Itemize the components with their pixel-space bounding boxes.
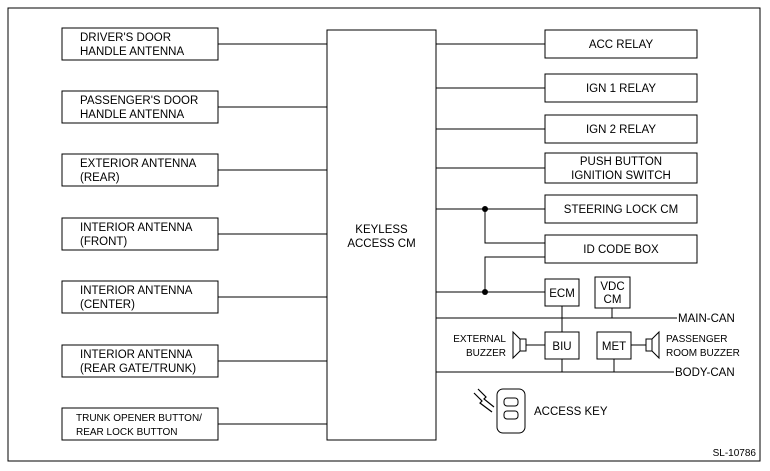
- access-key-label: ACCESS KEY: [534, 406, 608, 418]
- steering-lock-cm-label: STEERING LOCK CM: [564, 204, 678, 216]
- interior-antenna-front-line2: (FRONT): [80, 236, 127, 248]
- passenger-buzzer-line2: ROOM BUZZER: [666, 348, 740, 359]
- passenger-door-antenna-line1: PASSENGER'S DOOR: [80, 95, 198, 107]
- passenger-buzzer-line1: PASSENGER: [666, 334, 728, 345]
- id-code-box-block: ID CODE BOX: [484, 209, 698, 264]
- interior-antenna-rear-gate-line1: INTERIOR ANTENNA: [80, 349, 193, 361]
- junction-dot-upper: [482, 206, 488, 212]
- push-button-ignition-switch-block: PUSH BUTTON IGNITION SWITCH: [436, 152, 698, 184]
- interior-antenna-center-block: INTERIOR ANTENNA (CENTER): [61, 280, 327, 314]
- acc-relay-block: ACC RELAY: [436, 29, 698, 59]
- external-buzzer-line1: EXTERNAL: [453, 334, 506, 345]
- exterior-antenna-rear-block: EXTERIOR ANTENNA (REAR): [61, 153, 327, 187]
- passenger-door-antenna-block: PASSENGER'S DOOR HANDLE ANTENNA: [61, 90, 327, 124]
- exterior-antenna-rear-line2: (REAR): [80, 172, 120, 184]
- junction-dot-lower: [482, 289, 488, 295]
- lightning-icon: [473, 388, 495, 413]
- external-buzzer: EXTERNAL BUZZER: [453, 330, 545, 360]
- keyless-access-cm-line1: KEYLESS: [355, 224, 408, 236]
- body-can-label: BODY-CAN: [675, 367, 735, 379]
- interior-antenna-front-block: INTERIOR ANTENNA (FRONT): [61, 217, 327, 251]
- trunk-opener-button-block: TRUNK OPENER BUTTON/ REAR LOCK BUTTON: [61, 407, 327, 441]
- passenger-door-antenna-line2: HANDLE ANTENNA: [80, 109, 184, 121]
- vdc-cm-line1: VDC: [600, 281, 624, 293]
- steering-lock-cm-block: STEERING LOCK CM: [436, 194, 698, 224]
- biu-label: BIU: [552, 341, 571, 353]
- main-can-label: MAIN-CAN: [678, 313, 735, 325]
- driver-door-antenna-block: DRIVER'S DOOR HANDLE ANTENNA: [61, 27, 327, 61]
- ign2-relay-block: IGN 2 RELAY: [436, 114, 698, 144]
- trunk-opener-button-line1: TRUNK OPENER BUTTON/: [76, 413, 202, 424]
- ecm-label: ECM: [549, 288, 575, 300]
- driver-door-antenna-line2: HANDLE ANTENNA: [80, 46, 184, 58]
- driver-door-antenna-line1: DRIVER'S DOOR: [80, 32, 171, 44]
- left-input-blocks: DRIVER'S DOOR HANDLE ANTENNA PASSENGER'S…: [61, 27, 327, 441]
- acc-relay-label: ACC RELAY: [589, 39, 654, 51]
- ign2-relay-label: IGN 2 RELAY: [586, 124, 656, 136]
- keyless-access-cm-line2: ACCESS CM: [347, 238, 415, 250]
- ign1-relay-block: IGN 1 RELAY: [436, 73, 698, 103]
- keyless-access-cm-block: KEYLESS ACCESS CM: [326, 29, 437, 441]
- interior-antenna-front-line1: INTERIOR ANTENNA: [80, 222, 193, 234]
- met-module: MET: [596, 331, 632, 360]
- push-button-ignition-line1: PUSH BUTTON: [580, 156, 662, 168]
- vdc-cm-line2: CM: [604, 294, 622, 306]
- interior-antenna-center-line2: (CENTER): [80, 299, 135, 311]
- vdc-cm-module: VDC CM: [594, 276, 631, 309]
- trunk-opener-button-line2: REAR LOCK BUTTON: [76, 427, 178, 438]
- biu-module: BIU: [544, 318, 580, 360]
- key-fob-icon: [496, 388, 526, 434]
- interior-antenna-center-line1: INTERIOR ANTENNA: [80, 285, 193, 297]
- external-buzzer-line2: BUZZER: [466, 348, 506, 359]
- push-button-ignition-line2: IGNITION SWITCH: [571, 170, 671, 182]
- passenger-buzzer-speaker-icon: [645, 330, 660, 360]
- access-key: ACCESS KEY: [473, 388, 608, 434]
- can-network: ECM VDC CM MAIN-CAN BIU MET BODY-CAN: [436, 256, 740, 379]
- diagram-frame: [7, 7, 761, 462]
- ign1-relay-label: IGN 1 RELAY: [586, 83, 656, 95]
- interior-antenna-rear-gate-line2: (REAR GATE/TRUNK): [80, 363, 196, 375]
- met-label: MET: [602, 341, 626, 353]
- ecm-module: ECM: [544, 278, 580, 307]
- external-buzzer-speaker-icon: [512, 330, 527, 360]
- id-code-box-label: ID CODE BOX: [583, 244, 659, 256]
- exterior-antenna-rear-line1: EXTERIOR ANTENNA: [80, 158, 197, 170]
- right-output-blocks: ACC RELAY IGN 1 RELAY IGN 2 RELAY PUSH B…: [436, 29, 698, 264]
- passenger-room-buzzer: PASSENGER ROOM BUZZER: [631, 330, 740, 360]
- figure-id: SL-10786: [713, 448, 757, 459]
- interior-antenna-rear-gate-block: INTERIOR ANTENNA (REAR GATE/TRUNK): [61, 344, 327, 378]
